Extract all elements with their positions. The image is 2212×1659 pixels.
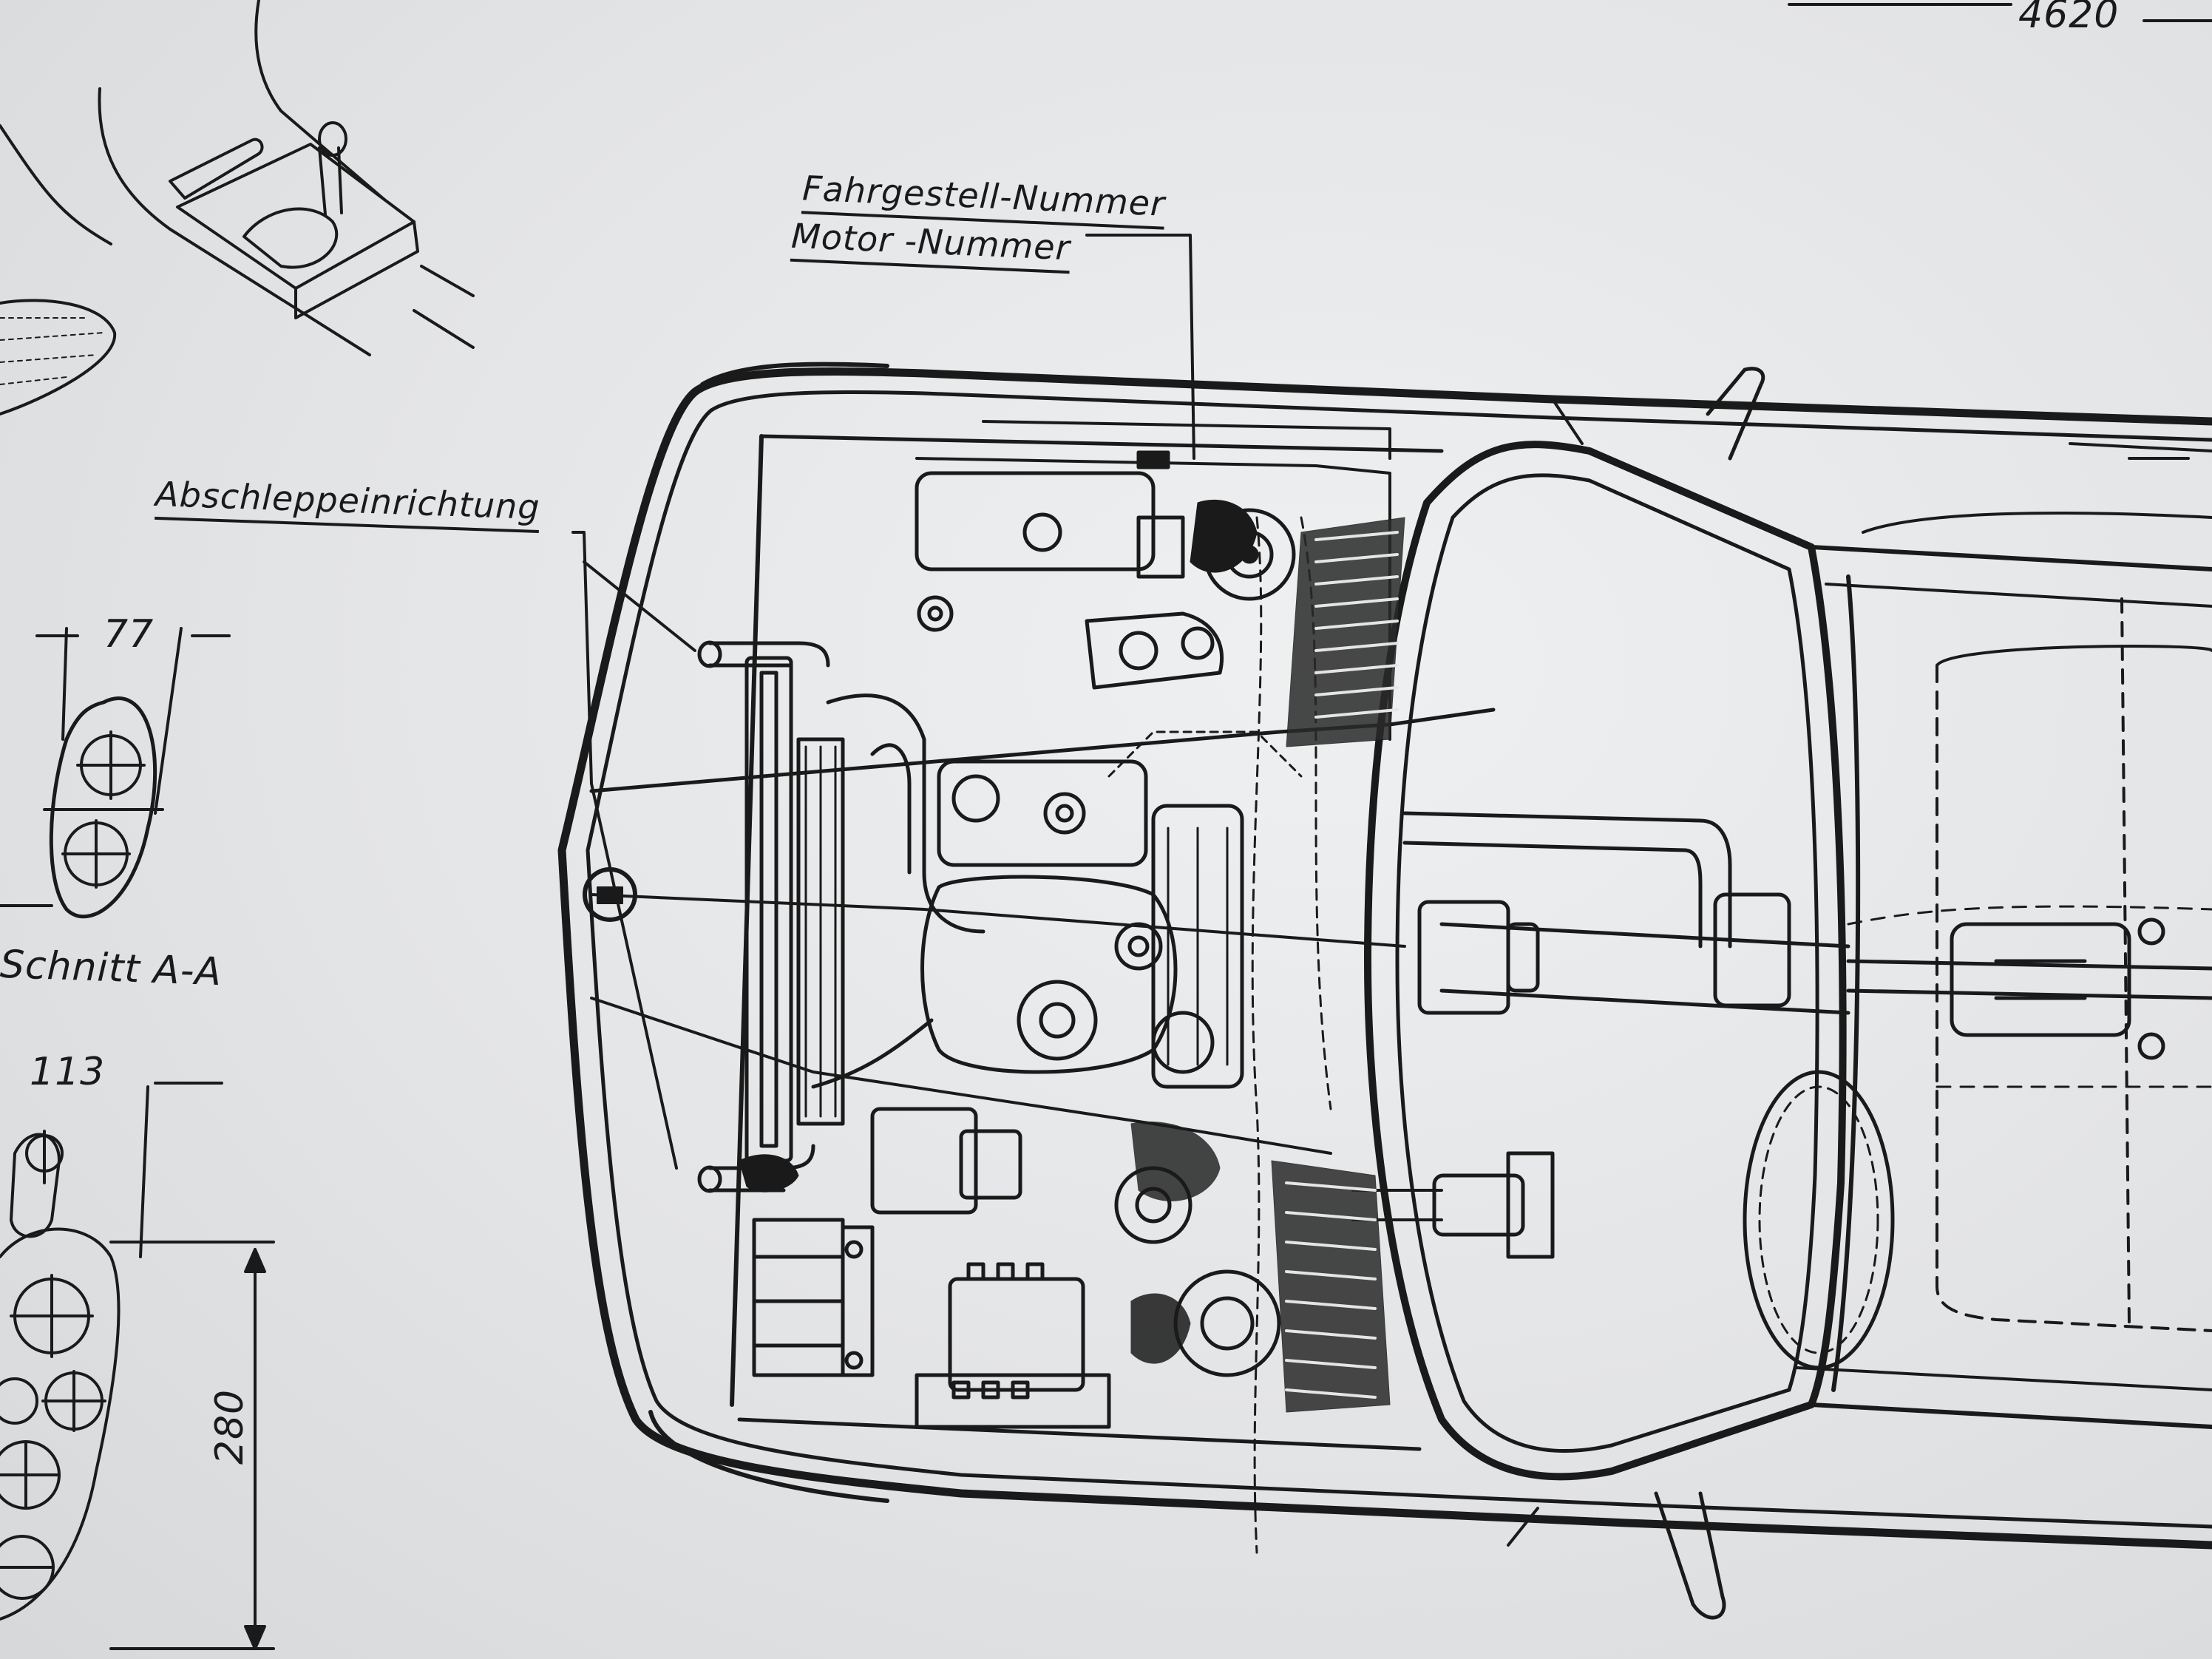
label-schnitt-a-a: Schnitt A-A	[0, 942, 223, 995]
dimension-77: 77	[104, 612, 155, 657]
hatched-pad	[0, 299, 117, 415]
gear-shifter-console	[0, 0, 475, 356]
top-dimension-line	[1788, 3, 2212, 22]
car-body	[557, 362, 2212, 1620]
leader-lines	[571, 234, 1195, 1170]
dimension-4620: 4620	[2018, 0, 2120, 37]
tire-hatching	[739, 499, 1405, 1413]
dimension-113: 113	[30, 1050, 106, 1094]
section-a-a	[0, 627, 231, 919]
lower-bracket	[0, 1082, 275, 1650]
dimension-280: 280	[208, 1388, 253, 1465]
